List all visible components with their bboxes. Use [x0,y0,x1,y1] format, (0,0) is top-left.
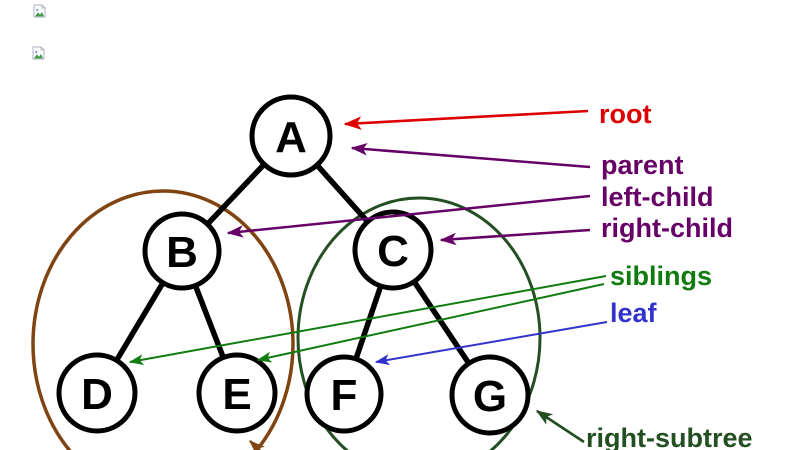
right-subtree-arrow [535,409,585,444]
parent-arrow [350,142,591,169]
siblings-arrow-right [256,283,605,363]
node-labels: A B C D E F G [81,113,507,421]
node-label-f: F [331,371,358,420]
node-circle-a [249,94,333,178]
label-left-child: left-child [601,182,714,212]
node-circle-d [56,352,138,434]
node-circle-e [196,352,278,434]
node-circle-f [304,354,384,434]
siblings-arrow-left [128,275,607,366]
node-circle-g [449,354,531,436]
root-arrow [343,109,589,130]
node-label-e: E [222,370,251,419]
left-subtree-ellipse [31,189,295,450]
node-label-a: A [275,113,307,162]
broken-image-icon [33,4,46,18]
label-root: root [599,99,652,129]
label-parent: parent [601,150,684,180]
broken-image-icon [32,46,45,60]
leaf-arrow [374,321,608,366]
label-right-subtree: right-subtree [586,423,753,450]
label-right-child: right-child [601,213,733,243]
node-circle-b [142,211,222,291]
left-subtree-arrow-fragment [249,440,265,450]
node-label-d: D [81,370,113,419]
node-label-b: B [166,228,198,277]
node-label-g: G [473,372,507,421]
left-child-arrow [226,194,591,238]
tree-nodes [56,94,531,436]
node-circle-c [352,209,434,291]
annotation-arrows [128,109,608,450]
label-siblings: siblings [610,261,713,291]
right-child-arrow [439,228,591,246]
label-leaf: leaf [610,298,657,328]
right-subtree-ellipse [296,196,542,450]
node-label-c: C [377,227,409,276]
